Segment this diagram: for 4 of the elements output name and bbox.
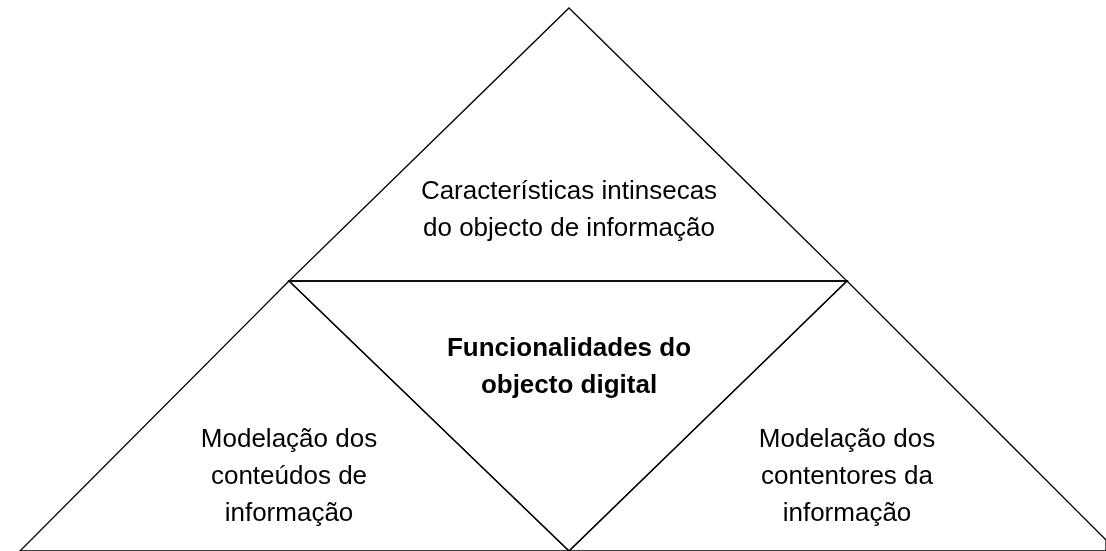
triangle-label: Modelação dos contentores da informação (757, 422, 937, 529)
triangle-label: Funcionalidades do objecto digital (445, 331, 693, 401)
triangle-label: Características intinsecas do objecto de informação (419, 174, 719, 244)
triangle-label: Modelação dos conteúdos de informação (199, 422, 379, 529)
